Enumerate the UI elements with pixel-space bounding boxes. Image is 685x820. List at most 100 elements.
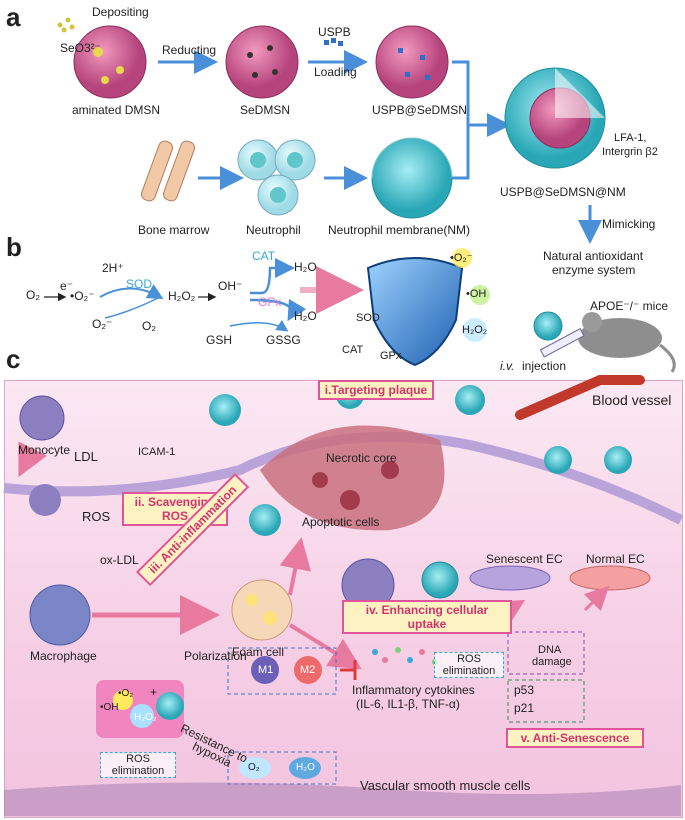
label-enhancing-2: uptake bbox=[407, 617, 447, 631]
m1-cell bbox=[251, 656, 279, 684]
label-neutrophil: Neutrophil bbox=[246, 223, 301, 237]
label-dna-1: DNA bbox=[538, 644, 562, 656]
arrow-cat bbox=[250, 258, 295, 295]
syringe-icon bbox=[539, 328, 585, 358]
foam-cell bbox=[231, 579, 293, 641]
label-natural-2: enzyme system bbox=[552, 263, 636, 277]
label-p53: p53 bbox=[514, 683, 535, 697]
final-nanoparticle bbox=[504, 67, 606, 169]
label-gssg: GSSG bbox=[266, 333, 301, 347]
label-o2: O₂ bbox=[26, 288, 40, 302]
normal-ec bbox=[569, 565, 651, 591]
label-injection: injection bbox=[522, 359, 567, 373]
label-h2o-2: H₂O bbox=[294, 309, 317, 323]
label-sedmsn: SeDMSN bbox=[240, 103, 291, 117]
label-rad-oh: •OH bbox=[466, 288, 487, 300]
label-mimicking: Mimicking bbox=[602, 217, 656, 231]
label-o2-c: O₂ bbox=[248, 762, 260, 773]
label-o2-minus: O₂⁻ bbox=[92, 317, 113, 331]
merge-arrows bbox=[452, 60, 505, 180]
label-gpx-enzyme: GPx bbox=[258, 295, 282, 309]
mouse-icon bbox=[578, 312, 676, 373]
label-shield-cat: CAT bbox=[342, 344, 364, 356]
label-ros-elim-1: ROS bbox=[126, 753, 150, 765]
label-ros: ROS bbox=[82, 509, 111, 524]
label-vsmc: Vascular smooth muscle cells bbox=[360, 778, 531, 793]
label-mac-o2: •O₂ bbox=[118, 688, 134, 699]
label-cat-enzyme: CAT bbox=[252, 249, 276, 263]
label-iv: i.v. bbox=[500, 359, 515, 373]
label-ox-ldl: ox-LDL bbox=[100, 553, 139, 567]
panel-label-c: c bbox=[6, 344, 21, 374]
label-scavenging-1: ii. Scavenging bbox=[134, 495, 216, 509]
label-o2-b: O₂ bbox=[142, 319, 156, 333]
label-2h: 2H⁺ bbox=[102, 261, 124, 275]
blood-vessel-icon bbox=[515, 375, 645, 420]
label-loading: Loading bbox=[314, 65, 357, 79]
label-rad-o2: •O₂⁻ bbox=[450, 252, 473, 264]
label-anti-senescence: v. Anti-Senescence bbox=[506, 728, 644, 748]
cytokine-dots bbox=[372, 647, 438, 665]
label-oh: OH⁻ bbox=[218, 279, 243, 293]
label-enhancing-1: iv. Enhancing cellular bbox=[365, 603, 489, 617]
bone-marrow-icon bbox=[141, 140, 195, 202]
label-mac-h2o2: H₂O₂ bbox=[134, 712, 157, 723]
label-ldl: LDL bbox=[74, 449, 98, 464]
label-targeting: i.Targeting plaque bbox=[318, 380, 434, 400]
label-m1: M1 bbox=[258, 664, 274, 676]
label-uspb-sedmsn: USPB@SeDMSN bbox=[372, 103, 467, 117]
label-m2: M2 bbox=[300, 664, 316, 676]
sedmsn-particle bbox=[225, 25, 299, 99]
label-lfa1: LFA-1, bbox=[614, 132, 647, 144]
label-mac-oh: •OH bbox=[100, 702, 119, 713]
label-neutrophil-membrane: Neutrophil membrane(NM) bbox=[328, 223, 471, 237]
label-uspb: USPB bbox=[318, 25, 351, 39]
label-depositing: Depositing bbox=[92, 5, 149, 19]
label-h2o-1: H₂O bbox=[294, 260, 317, 274]
label-blood-vessel: Blood vessel bbox=[592, 392, 672, 408]
label-final-np: USPB@SeDMSN@NM bbox=[500, 185, 626, 199]
label-cytokines-2: (IL-6, IL1-β, TNF-α) bbox=[356, 697, 460, 711]
label-sod-enzyme: SOD bbox=[126, 277, 153, 291]
label-h2o2: H₂O₂ bbox=[168, 289, 196, 303]
neutrophil-cells bbox=[237, 139, 316, 216]
label-mac-plus: + bbox=[150, 685, 158, 699]
label-integrin: Intergrin β2 bbox=[602, 146, 658, 158]
smooth-muscle-layer bbox=[4, 782, 681, 816]
label-bone-marrow: Bone marrow bbox=[138, 223, 210, 237]
label-foam: Foam cell bbox=[232, 645, 285, 659]
macrophage-cell bbox=[29, 584, 91, 646]
panel-label-b: b bbox=[6, 232, 22, 262]
m2-cell bbox=[294, 656, 322, 684]
label-cytokines-1: Inflammatory cytokines bbox=[352, 683, 475, 697]
seo3-dots bbox=[57, 17, 75, 33]
shield-icon bbox=[366, 257, 464, 367]
senescent-ec bbox=[469, 565, 551, 591]
label-scavenging-2: ROS bbox=[161, 509, 188, 523]
label-necrotic: Necrotic core bbox=[326, 451, 397, 465]
label-rad-h2o2: H₂O₂ bbox=[462, 324, 488, 336]
label-shield-gpx: GPx bbox=[380, 350, 402, 362]
nanoparticles-c bbox=[209, 381, 632, 536]
uspb-sedmsn-particle bbox=[375, 25, 449, 99]
label-polarization: Polarization bbox=[184, 649, 247, 663]
label-p21: p21 bbox=[514, 701, 535, 715]
label-superoxide: •O₂⁻ bbox=[70, 289, 95, 303]
panel-label-a: a bbox=[6, 2, 21, 32]
aminated-dmsn-particle bbox=[73, 25, 147, 99]
label-normal: Normal EC bbox=[586, 552, 645, 566]
label-electron: e⁻ bbox=[60, 279, 74, 293]
uspb-squares bbox=[324, 38, 343, 46]
label-seo3: SeO3²⁻ bbox=[60, 41, 102, 55]
label-reducting: Reducting bbox=[162, 43, 217, 57]
arrow-sod bbox=[99, 284, 164, 299]
label-natural-1: Natural antioxidant bbox=[543, 249, 644, 263]
label-ros-elim-r1: ROS bbox=[457, 653, 481, 665]
label-monocyte: Monocyte bbox=[18, 443, 71, 457]
label-h2o-c: H₂O bbox=[296, 762, 315, 773]
label-shield-sod: SOD bbox=[356, 312, 380, 324]
label-apoe: APOE⁻/⁻ mice bbox=[590, 299, 669, 313]
